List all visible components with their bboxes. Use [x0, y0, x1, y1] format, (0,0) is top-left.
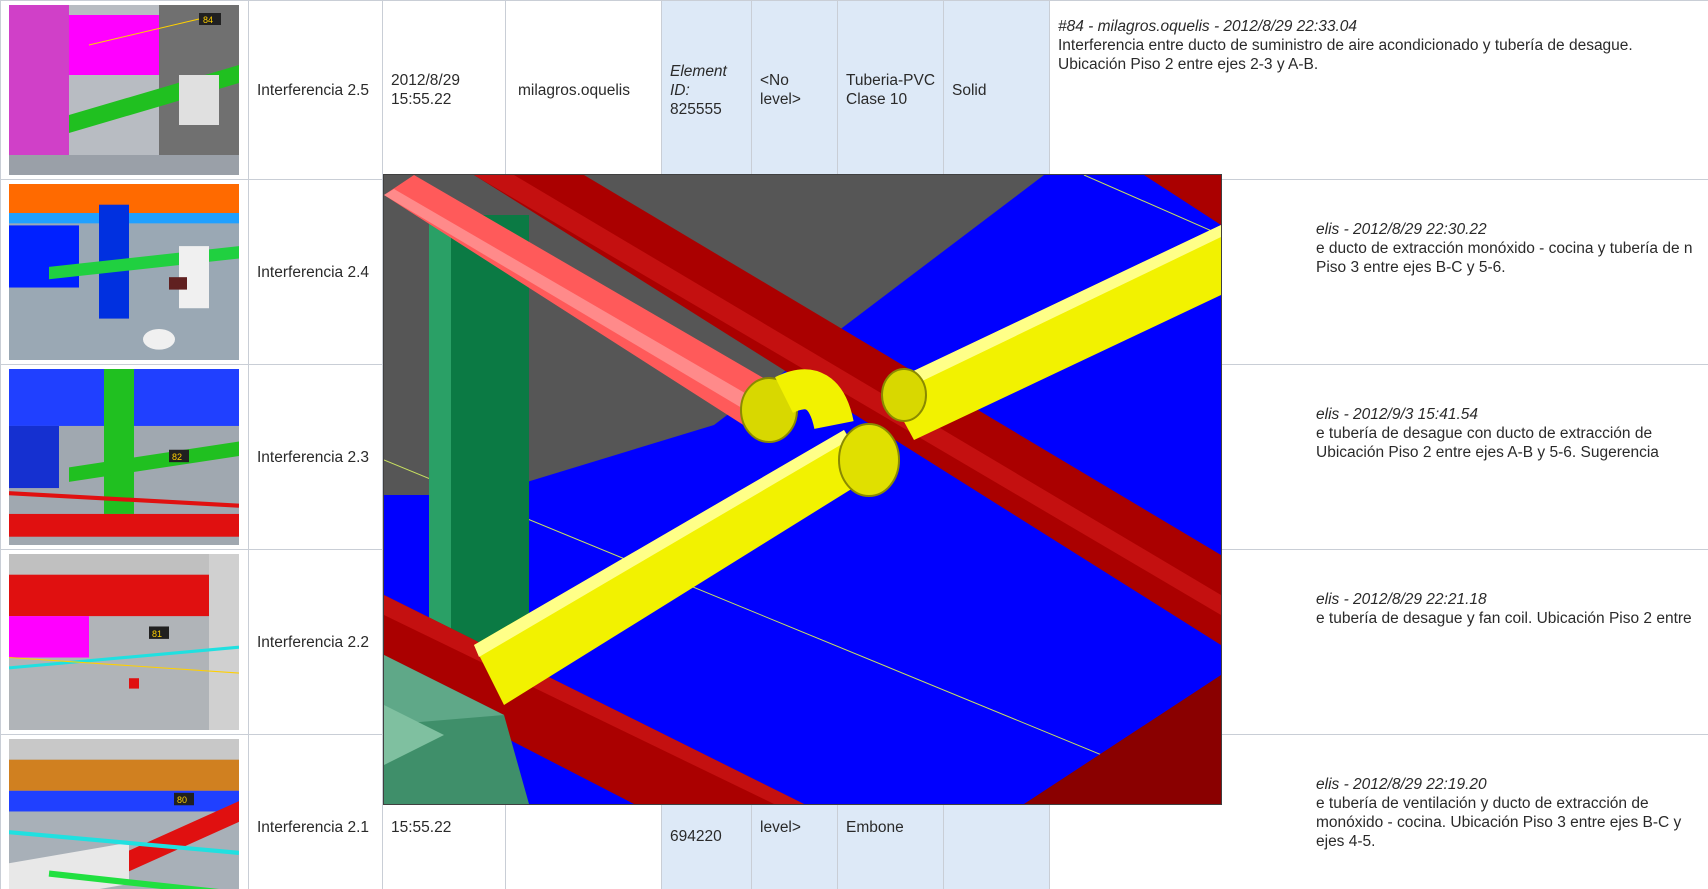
comment-body: e tubería de desague y fan coil. Ubicaci… [1316, 610, 1692, 627]
thumbnail-cell[interactable]: 80 [0, 734, 249, 889]
element-id-cell: Element ID:825555 [661, 0, 752, 180]
thumbnail-cell[interactable]: 84 [0, 0, 249, 180]
clash-name-cell: Interferencia 2.5 [248, 0, 383, 180]
clash-user: milagros.oquelis [518, 81, 630, 99]
date-cell: 2012/8/29 15:55.22 [382, 0, 506, 180]
thumbnail-cell[interactable]: 81 [0, 549, 249, 735]
clash-name-cell: Interferencia 2.4 [248, 179, 383, 365]
comment-header: elis - 2012/8/29 22:21.18 [1316, 591, 1487, 608]
clash-name: Interferencia 2.1 [257, 818, 370, 836]
table-row[interactable]: 84 Interferencia 2.5 2012/8/29 15:55.22 … [0, 0, 1708, 180]
comment-body: Interferencia entre ducto de suministro … [1058, 37, 1633, 73]
level-value: <No level> [760, 72, 801, 108]
level-cell: <No level> [751, 0, 838, 180]
clash-name: Interferencia 2.3 [257, 448, 370, 466]
clash-name: Interferencia 2.5 [257, 81, 370, 99]
svg-text:82: 82 [172, 452, 182, 462]
clash-date: 2012/8/29 15:55.22 [391, 72, 460, 108]
svg-text:84: 84 [203, 15, 213, 25]
clash-name: Interferencia 2.4 [257, 263, 370, 281]
svg-text:80: 80 [177, 795, 187, 805]
element-id-label: Element ID: [670, 62, 727, 99]
level-value: level> [760, 818, 801, 836]
type-value: Tuberia-PVC Clase 10 [846, 72, 936, 108]
clash-thumbnail-2-2-icon[interactable]: 81 [9, 554, 239, 730]
element-id-value: 694220 [670, 828, 722, 845]
clash-thumbnail-2-5-icon[interactable]: 84 [9, 5, 239, 175]
enlarged-clash-view[interactable] [384, 175, 1221, 804]
type-value: Embone [846, 818, 904, 836]
type-cell: Tuberia-PVC Clase 10 [837, 0, 944, 180]
comment-cell: #84 - milagros.oquelis - 2012/8/29 22:33… [1049, 0, 1708, 180]
comment-cell: elis - 2012/8/29 22:19.20 e tubería de v… [1049, 734, 1708, 889]
clash-name-cell: Interferencia 2.2 [248, 549, 383, 735]
comment-body: e ducto de extracción monóxido - cocina … [1316, 240, 1693, 276]
comment-header: #84 - milagros.oquelis - 2012/8/29 22:33… [1058, 18, 1358, 35]
comment-header: elis - 2012/8/29 22:30.22 [1316, 221, 1487, 238]
user-cell: milagros.oquelis [505, 0, 662, 180]
clash-thumbnail-2-1-icon[interactable]: 80 [9, 739, 239, 889]
clash-name-cell: Interferencia 2.3 [248, 364, 383, 550]
element-id-value: 825555 [670, 100, 722, 118]
comment-header: elis - 2012/9/3 15:41.54 [1316, 406, 1479, 423]
thumbnail-cell[interactable] [0, 179, 249, 365]
comment-body: e tubería de ventilación y ducto de extr… [1316, 795, 1682, 850]
comment-header: elis - 2012/8/29 22:19.20 [1316, 776, 1487, 793]
clash-3d-render-icon [384, 175, 1221, 804]
style-value: Solid [952, 81, 987, 99]
clash-name: Interferencia 2.2 [257, 633, 370, 651]
clash-name-cell: Interferencia 2.1 [248, 734, 383, 889]
svg-text:81: 81 [152, 629, 162, 639]
style-cell: Solid [943, 0, 1050, 180]
thumbnail-cell[interactable]: 82 [0, 364, 249, 550]
clash-thumbnail-2-4-icon[interactable] [9, 184, 239, 360]
clash-date: 15:55.22 [391, 818, 452, 836]
clash-thumbnail-2-3-icon[interactable]: 82 [9, 369, 239, 545]
comment-body: e tubería de desague con ducto de extrac… [1316, 425, 1659, 461]
